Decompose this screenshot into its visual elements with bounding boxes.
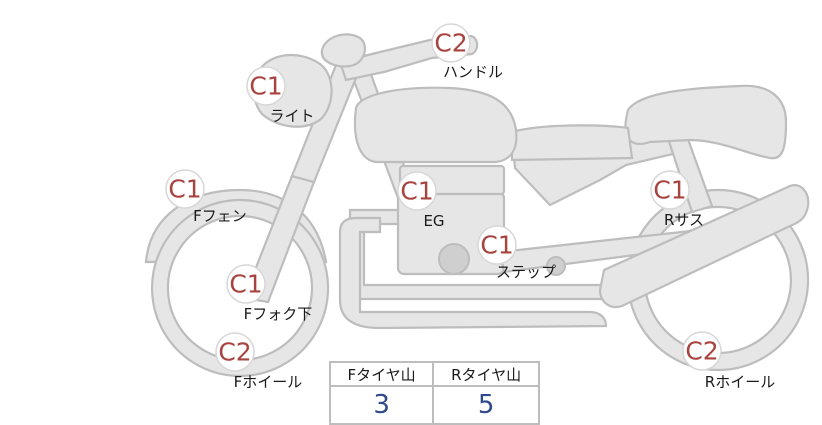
badge-circle xyxy=(682,331,722,371)
badge-circle xyxy=(431,23,471,63)
front-tread-value[interactable]: 3 xyxy=(328,385,435,425)
label-handle: ハンドル xyxy=(443,63,503,81)
badge-circle xyxy=(477,225,517,265)
seat-cowl-shape xyxy=(624,84,788,160)
muffler-shape xyxy=(598,184,810,309)
label-light: ライト xyxy=(269,107,314,125)
rear-tread-value[interactable]: 5 xyxy=(432,385,540,425)
badge-code: C2 xyxy=(434,29,467,58)
badge-handle[interactable]: C2 xyxy=(431,23,471,63)
badge-circle xyxy=(397,171,437,211)
rear-tread-header: Rタイヤ山 xyxy=(432,361,540,387)
badge-code: C1 xyxy=(653,176,686,205)
badge-circle xyxy=(165,169,205,209)
badge-light[interactable]: C1 xyxy=(246,66,286,106)
seat-shape xyxy=(510,124,634,162)
engine-cover-shape xyxy=(438,243,470,275)
label-f-fork: Fフォク下 xyxy=(244,305,313,323)
badge-f-fork[interactable]: C1 xyxy=(226,264,266,304)
badge-code: C1 xyxy=(229,270,262,299)
fuel-tank-shape xyxy=(353,86,518,164)
badge-code: C1 xyxy=(400,177,433,206)
badge-step[interactable]: C1 xyxy=(477,225,517,265)
part-badges: C1 C2 C1 C1 C1 C1 C1 C2 xyxy=(165,23,722,372)
label-f-fender: Fフェン xyxy=(193,207,247,225)
mirror-shape xyxy=(320,33,367,68)
front-tread-header: Fタイヤ山 xyxy=(328,361,435,387)
badge-code: C2 xyxy=(218,338,251,367)
tire-tread-table: Fタイヤ山 Rタイヤ山 3 5 xyxy=(328,361,540,425)
label-f-wheel: Fホイール xyxy=(234,373,303,391)
exhaust-pipe-lower-shape xyxy=(338,216,608,330)
motorcycle-silhouette xyxy=(144,33,810,378)
badge-circle xyxy=(650,170,690,210)
tread-value-row: 3 5 xyxy=(328,385,540,425)
badge-code: C1 xyxy=(480,231,513,260)
part-labels: ライト ハンドル Fフェン EG ステップ Rサス Fフォク下 Fホイール Rホ… xyxy=(193,63,775,391)
badge-code: C1 xyxy=(168,175,201,204)
badge-r-sus[interactable]: C1 xyxy=(650,170,690,210)
label-r-wheel: Rホイール xyxy=(705,373,775,391)
badge-circle xyxy=(215,332,255,372)
badge-eg[interactable]: C1 xyxy=(397,171,437,211)
badge-r-wheel[interactable]: C2 xyxy=(682,331,722,371)
badge-code: C2 xyxy=(685,337,718,366)
badge-f-fender[interactable]: C1 xyxy=(165,169,205,209)
step-peg-shape xyxy=(546,256,566,276)
badge-code: C1 xyxy=(249,72,282,101)
label-eg: EG xyxy=(423,212,444,230)
badge-circle xyxy=(226,264,266,304)
badge-f-wheel[interactable]: C2 xyxy=(215,332,255,372)
label-r-sus: Rサス xyxy=(664,211,704,229)
badge-circle xyxy=(246,66,286,106)
label-step: ステップ xyxy=(496,263,556,281)
tread-header-row: Fタイヤ山 Rタイヤ山 xyxy=(328,361,540,387)
